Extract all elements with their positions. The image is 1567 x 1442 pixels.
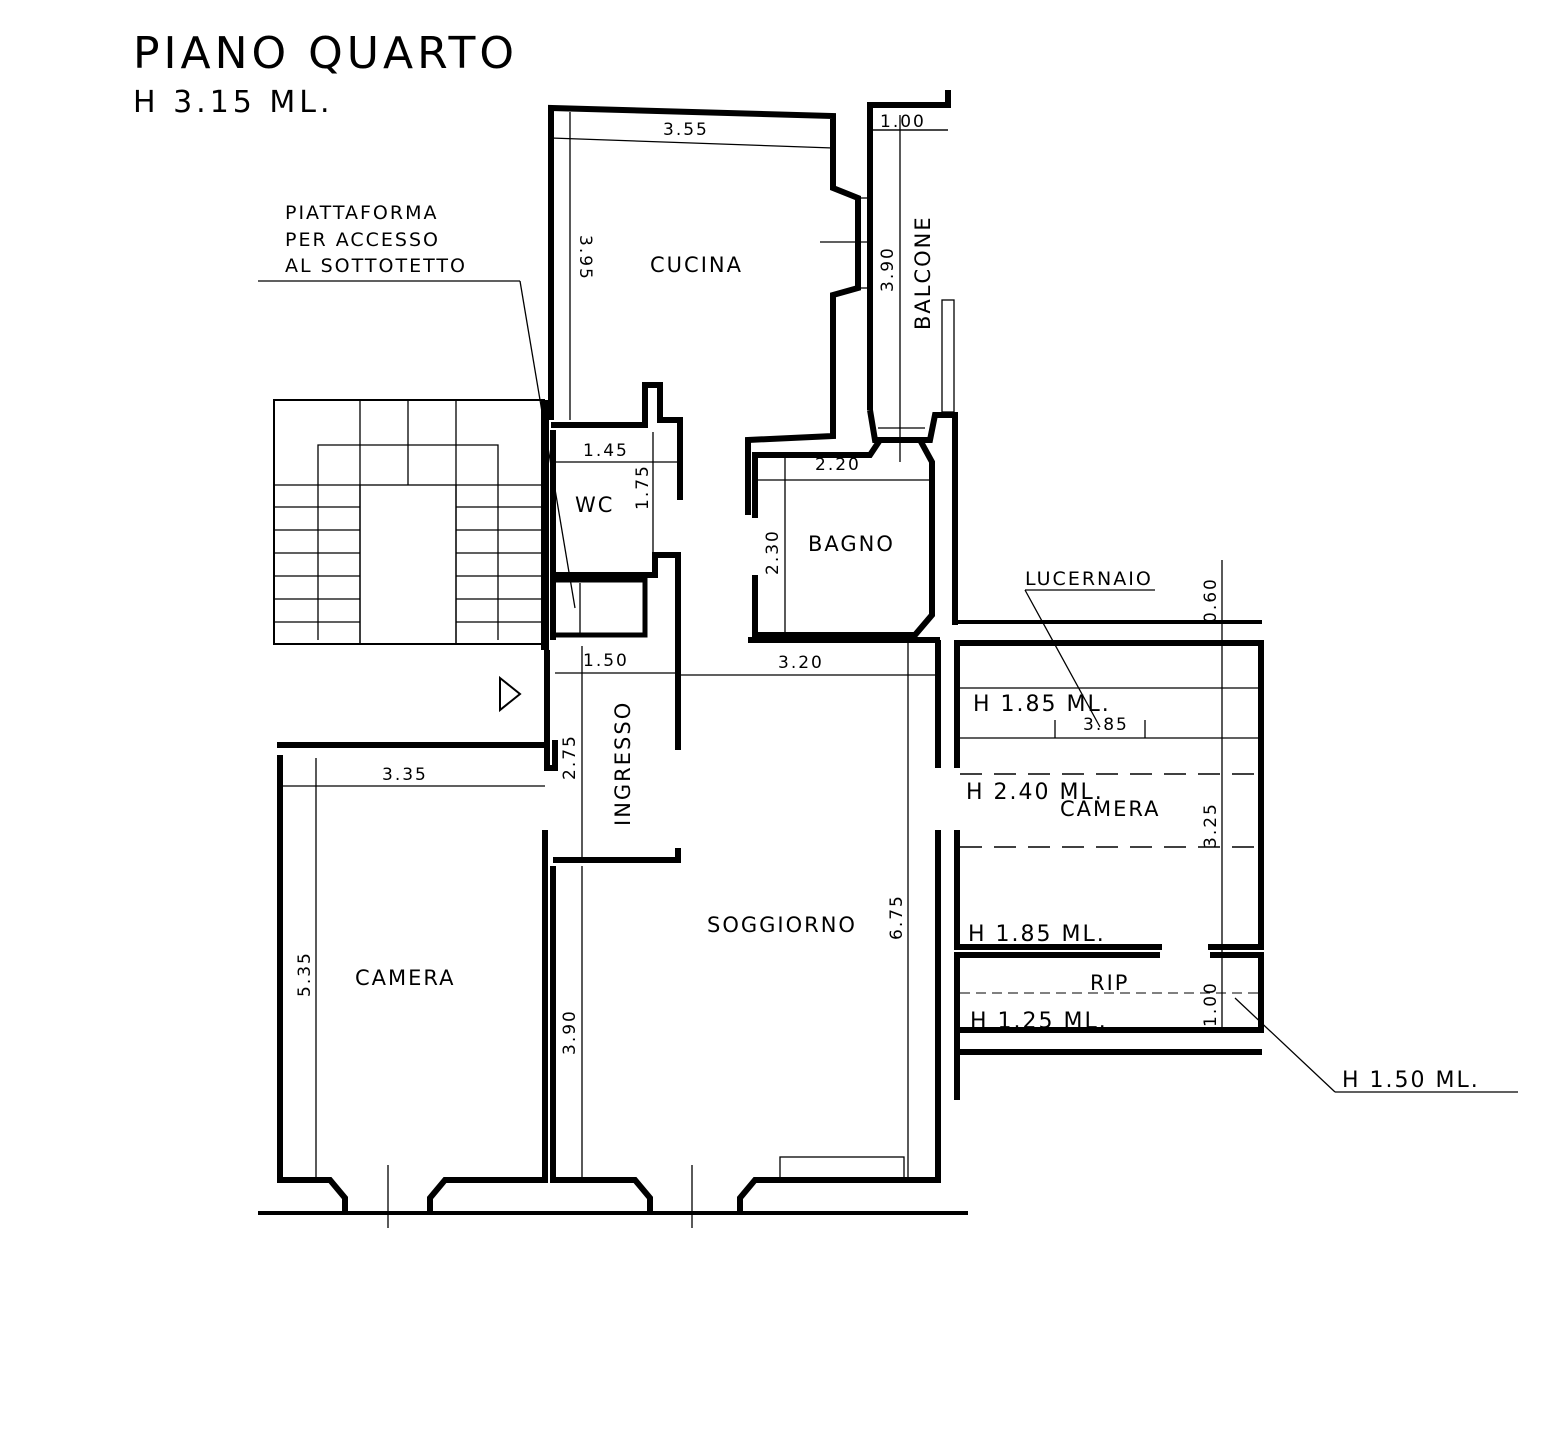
dim-wc-h: 1.75: [633, 464, 653, 510]
dim-corridor-w: 3.20: [778, 653, 824, 673]
dim-soggiorno-h: 6.75: [887, 894, 907, 940]
plan-title: PIANO QUARTO: [133, 28, 518, 79]
height-label-1: H 1.85 ML.: [973, 692, 1111, 717]
dim-bagno-h: 2.30: [763, 529, 783, 575]
room-ingresso: INGRESSO: [611, 701, 635, 826]
height-label-5: H 1.50 ML.: [1342, 1068, 1480, 1093]
dim-balcone-w: 1.00: [880, 112, 926, 132]
platform-note-line1: PIATTAFORMA: [285, 202, 438, 224]
camera-left-walls: [277, 650, 681, 1228]
room-camera-right: CAMERA: [1060, 797, 1161, 821]
dim-wc-w: 1.45: [583, 441, 629, 461]
room-wc: WC: [575, 493, 614, 517]
bagno-walls: [748, 427, 940, 643]
wc-walls: [550, 430, 681, 750]
dim-rip-h: 1.00: [1201, 981, 1221, 1027]
platform-note-line3: AL SOTTOTETTO: [285, 255, 467, 277]
staircase: [273, 399, 549, 650]
room-soggiorno: SOGGIORNO: [707, 913, 857, 937]
camera-right-walls: [954, 620, 1264, 1100]
dim-lucernaio-h: 0.60: [1201, 577, 1221, 623]
dimension-lines: [258, 112, 1518, 1178]
platform-note-line2: PER ACCESSO: [285, 229, 440, 251]
floor-height: H 3.15 ML.: [133, 85, 334, 120]
lucernaio-label: LUCERNAIO: [1025, 568, 1153, 590]
dim-bagno-w: 2.20: [815, 455, 861, 475]
dim-soggiorno-left-h: 3.90: [560, 1009, 580, 1055]
dim-camera-right-h: 3.25: [1201, 802, 1221, 848]
height-label-4: H 1.25 ML.: [970, 1009, 1108, 1034]
dim-cucina-w: 3.55: [663, 120, 709, 140]
room-cucina: CUCINA: [650, 253, 743, 277]
room-balcone: BALCONE: [911, 215, 935, 330]
dim-balcone-h: 3.90: [878, 246, 898, 292]
dim-camera-left-w: 3.35: [382, 765, 428, 785]
height-label-3: H 1.85 ML.: [968, 922, 1106, 947]
room-bagno: BAGNO: [808, 532, 895, 556]
soggiorno-walls: [258, 640, 968, 1228]
room-rip: RIP: [1090, 971, 1129, 995]
dim-cucina-h: 3.95: [575, 235, 595, 281]
dim-camera-right-w: 3.85: [1083, 715, 1129, 735]
entrance-arrow-icon: [499, 675, 522, 713]
height-label-2: H 2.40 ML.: [966, 780, 1104, 805]
dim-camera-left-h: 5.35: [295, 951, 315, 997]
dim-ingresso-h: 2.75: [560, 734, 580, 780]
cucina-walls: [548, 104, 871, 515]
dim-ingresso-w: 1.50: [583, 651, 629, 671]
room-camera-left: CAMERA: [355, 966, 456, 990]
